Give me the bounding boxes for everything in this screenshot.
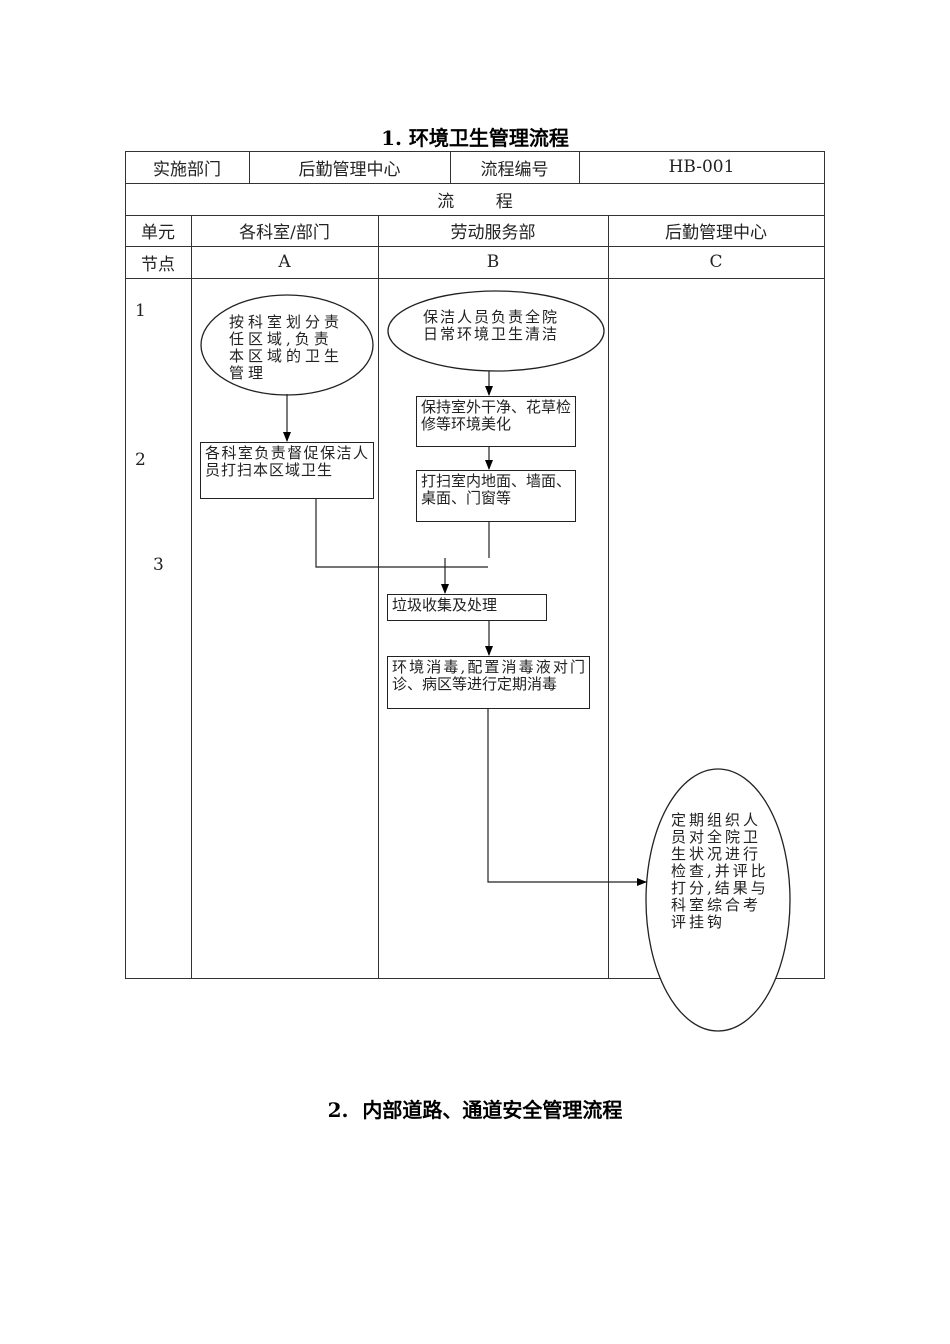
node-number-3: 3 xyxy=(153,555,164,575)
table-divider xyxy=(249,151,250,183)
unit-a: 各科室/部门 xyxy=(239,223,330,243)
table-divider xyxy=(125,215,825,216)
end-ellipse-c xyxy=(645,768,791,1032)
table-border-left xyxy=(125,151,126,979)
table-divider xyxy=(450,151,451,183)
node-b: B xyxy=(486,252,500,272)
dept-label: 实施部门 xyxy=(153,159,221,180)
dept-value: 后勤管理中心 xyxy=(298,159,401,180)
code-value: HB-001 xyxy=(668,157,735,177)
code-label: 流程编号 xyxy=(480,159,549,180)
lane-divider xyxy=(191,215,192,979)
table-border-right xyxy=(824,151,825,979)
line-a2-merge xyxy=(315,498,488,568)
section-2-title: 2. 内部道路、通道安全管理流程 xyxy=(327,1098,623,1122)
node-a: A xyxy=(278,252,291,272)
unit-label: 单元 xyxy=(141,223,175,243)
step-c1-text: 定期组织人员对全院卫生状况进行检查,并评比打分,结果与科室综合考评挂钩 xyxy=(671,811,769,931)
table-divider xyxy=(125,278,825,279)
table-divider xyxy=(125,246,825,247)
start-ellipse-b xyxy=(387,290,605,372)
flow-label-text: 流 程 xyxy=(437,191,531,212)
step-b3-box: 打扫室内地面、墙面、桌面、门窗等 xyxy=(416,470,576,522)
section-1-title: 1. 环境卫生管理流程 xyxy=(381,126,569,150)
unit-c: 后勤管理中心 xyxy=(665,223,767,243)
step-b2-box: 保持室外干净、花草检修等环境美化 xyxy=(416,396,576,447)
table-border-top xyxy=(125,151,825,152)
lane-divider xyxy=(378,215,379,979)
node-c: C xyxy=(709,252,723,272)
step-a2-box: 各科室负责督促保洁人员打扫本区域卫生 xyxy=(200,442,374,499)
arrow-b5-c1 xyxy=(487,708,647,886)
table-divider xyxy=(125,183,825,184)
step-a1-text: 按科室划分责任区域,负责本区域的卫生管理 xyxy=(229,313,344,382)
node-number-1: 1 xyxy=(135,301,146,321)
step-b4-box: 垃圾收集及处理 xyxy=(387,594,547,621)
node-label: 节点 xyxy=(141,254,175,275)
table-divider xyxy=(579,151,580,183)
node-number-2: 2 xyxy=(135,450,146,470)
unit-b: 劳动服务部 xyxy=(450,223,536,243)
flow-label: 流 程 xyxy=(125,183,825,215)
lane-divider xyxy=(608,215,609,979)
table-border-bottom xyxy=(125,978,825,979)
step-b1-text: 保洁人员负责全院日常环境卫生清洁 xyxy=(423,308,560,343)
step-b5-box: 环境消毒,配置消毒液对门诊、病区等进行定期消毒 xyxy=(387,656,590,709)
